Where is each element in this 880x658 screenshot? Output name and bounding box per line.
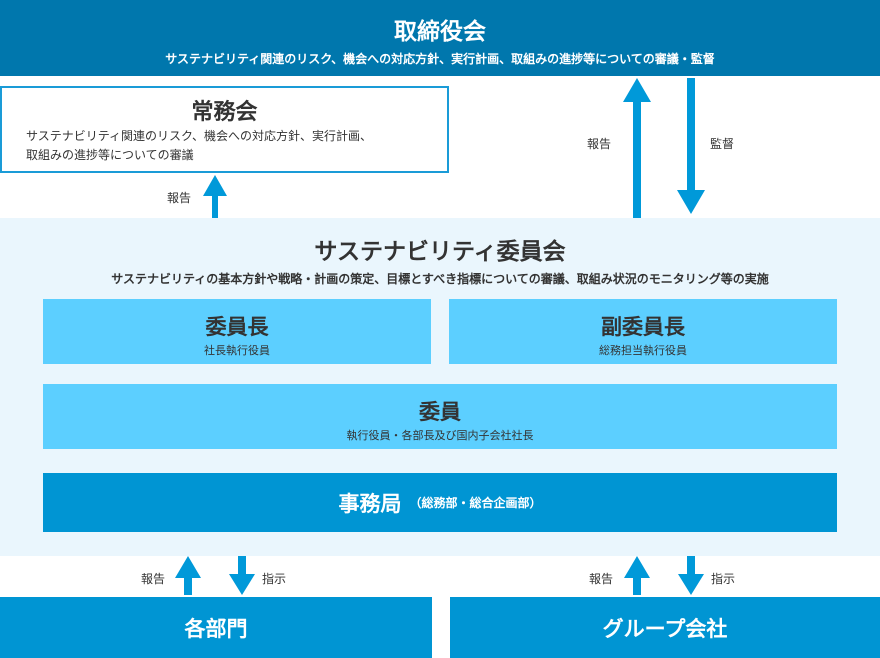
jomukai-desc-2: 取組みの進捗等についての審議 [26, 148, 194, 162]
report-label: 報告 [141, 572, 166, 586]
secretariat-box: 事務局 （総務部・総合企画部） [43, 473, 837, 532]
report-label: 報告 [587, 137, 612, 151]
chair-box: 委員長 社長執行役員 [43, 299, 431, 364]
members-title: 委員 [419, 400, 461, 424]
instruct-label: 指示 [262, 572, 287, 586]
vice-chair-title: 副委員長 [601, 315, 685, 339]
secretariat-desc: （総務部・総合企画部） [409, 496, 542, 510]
board-title: 取締役会 [394, 19, 486, 45]
members-desc: 執行役員・各部長及び国内子会社社長 [346, 429, 534, 442]
group-companies-box: グループ会社 [450, 597, 880, 658]
report-label: 報告 [589, 572, 614, 586]
chair-title: 委員長 [205, 315, 269, 339]
board-desc: サステナビリティ関連のリスク、機会への対応方針、実行計画、取組みの進捗等について… [165, 52, 715, 66]
supervise-label: 監督 [710, 137, 735, 151]
arrow-up-icon [624, 556, 650, 595]
departments-box: 各部門 [0, 597, 432, 658]
committee-desc: サステナビリティの基本方針や戦略・計画の策定、目標とすべき指標についての審議、取… [111, 272, 769, 286]
chair-desc: 社長執行役員 [204, 344, 270, 357]
arrow-down-icon [229, 556, 255, 595]
report-label: 報告 [167, 191, 192, 205]
arrow-down-icon [677, 78, 705, 214]
members-box: 委員 執行役員・各部長及び国内子会社社長 [43, 384, 837, 449]
instruct-label: 指示 [711, 572, 736, 586]
executive-committee-box: 常務会 サステナビリティ関連のリスク、機会への対応方針、実行計画、 取組みの進捗… [0, 86, 449, 173]
vice-chair-box: 副委員長 総務担当執行役員 [449, 299, 837, 364]
arrow-up-icon [203, 175, 227, 218]
secretariat-title: 事務局 [338, 491, 402, 516]
jomukai-desc-1: サステナビリティ関連のリスク、機会への対応方針、実行計画、 [26, 129, 372, 143]
vice-chair-desc: 総務担当執行役員 [599, 344, 687, 357]
committee-title: サステナビリティ委員会 [314, 239, 566, 265]
arrow-up-icon [175, 556, 201, 595]
jomukai-title: 常務会 [191, 100, 258, 125]
board-of-directors-box: 取締役会 サステナビリティ関連のリスク、機会への対応方針、実行計画、取組みの進捗… [0, 0, 880, 76]
arrow-up-icon [623, 78, 651, 218]
arrow-down-icon [678, 556, 704, 595]
